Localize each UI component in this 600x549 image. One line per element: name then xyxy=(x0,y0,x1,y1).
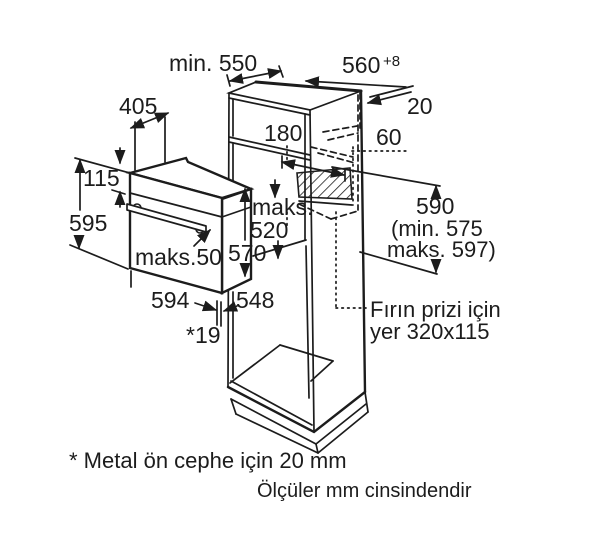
socket-note-line2: yer 320x115 xyxy=(370,319,489,344)
label-oven-width: 594 xyxy=(151,287,190,313)
label-recess-offset: 60 xyxy=(376,124,402,150)
dimension-labels: min. 550 560 +8 20 405 180 60 115 595 ma… xyxy=(69,50,496,348)
control-panel-line xyxy=(129,192,223,218)
label-niche-height-min: (min. 575 xyxy=(391,216,483,241)
label-niche-width-tolerance: +8 xyxy=(383,53,400,70)
label-handle-max: maks.50 xyxy=(135,244,222,270)
label-maks: maks. xyxy=(252,194,313,220)
cabinet-hidden-edges xyxy=(298,92,361,220)
label-door-gap: *19 xyxy=(186,322,221,348)
label-body-height: 570 xyxy=(228,240,266,266)
label-top-depth: 405 xyxy=(119,93,157,119)
label-oven-height: 595 xyxy=(69,210,107,236)
label-niche-height-max: maks. 597) xyxy=(387,237,496,262)
footnote: * Metal ön cephe için 20 mm xyxy=(69,448,347,473)
label-niche-height: 590 xyxy=(416,193,454,219)
label-control-panel-height: 115 xyxy=(83,165,120,191)
label-niche-depth-min: min. 550 xyxy=(169,50,257,76)
socket-note-line1: Fırın prizi için xyxy=(370,297,501,322)
units-note: Ölçüler mm cinsindendir xyxy=(257,480,472,502)
label-wall-gap: 20 xyxy=(407,93,433,119)
label-niche-width: 560 xyxy=(342,52,380,78)
dimension-lines xyxy=(69,65,442,327)
label-maks-value: 520 xyxy=(250,217,288,243)
label-top-compartment: 180 xyxy=(264,120,302,146)
label-oven-depth: 548 xyxy=(236,287,274,313)
annotation-labels: Fırın prizi için yer 320x115 * Metal ön … xyxy=(69,297,501,502)
